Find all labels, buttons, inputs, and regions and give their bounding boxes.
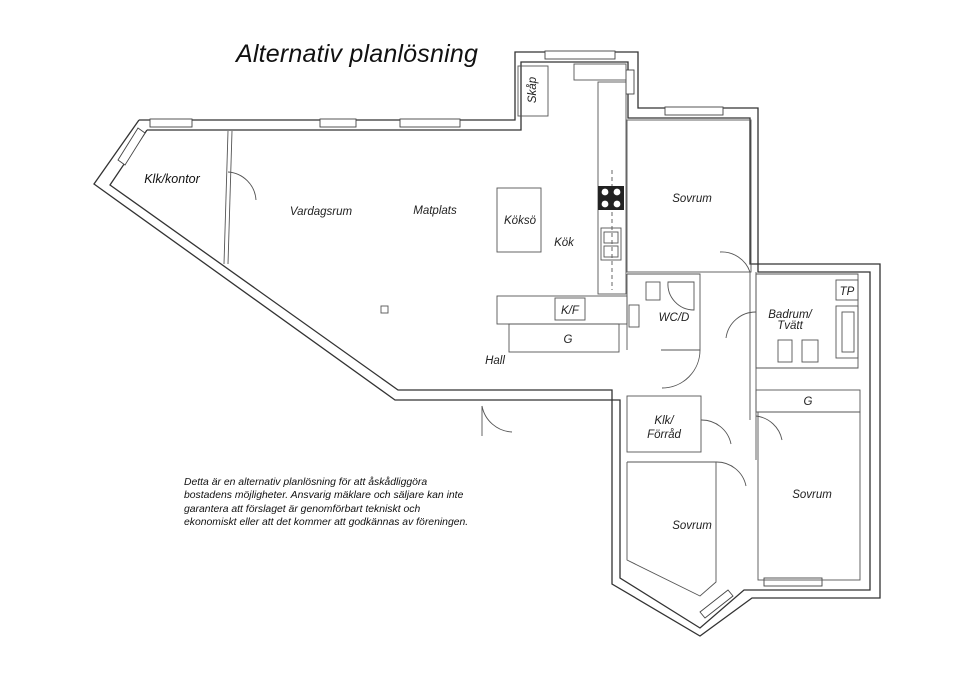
room-label-g-hall: G <box>564 334 573 346</box>
room-label-klk-kontor: Klk/kontor <box>144 172 200 186</box>
room-label-g-bad: G <box>804 396 813 408</box>
room-labels: Klk/kontor Skåp Vardagsrum Matplats Köks… <box>144 76 854 532</box>
disclaimer-line: bostadens möjligheter. Ansvarig mäklare … <box>184 490 464 502</box>
room-label-sovrum-1: Sovrum <box>672 193 712 205</box>
room-label-klk: Klk/ <box>654 415 675 427</box>
room-label-forrad: Förråd <box>647 429 681 441</box>
room-label-kf: K/F <box>561 305 580 317</box>
room-label-koksö: Köksö <box>504 215 537 227</box>
room-label-matplats: Matplats <box>413 205 457 217</box>
room-label-hall: Hall <box>485 355 505 367</box>
room-label-skap: Skåp <box>527 76 539 103</box>
disclaimer-line: Detta är en alternativ planlösning för a… <box>184 477 428 488</box>
room-label-kok: Kök <box>554 237 575 249</box>
room-label-vardagsrum: Vardagsrum <box>290 206 353 218</box>
interior-walls <box>223 63 861 597</box>
room-label-wc: WC/D <box>659 312 690 324</box>
windows <box>117 50 823 619</box>
disclaimer-text: Detta är en alternativ planlösning för a… <box>184 476 514 530</box>
room-label-badrum: Badrum/ <box>768 309 813 321</box>
room-label-sovrum-2: Sovrum <box>672 520 712 532</box>
room-label-tvatt: Tvätt <box>777 320 803 332</box>
disclaimer-line: ekonomiskt eller att det kommer att godk… <box>184 517 469 529</box>
room-label-sovrum-3: Sovrum <box>792 489 832 501</box>
room-label-tp: TP <box>840 286 855 298</box>
disclaimer-line: garantera att förslaget är genomförbart … <box>184 503 421 515</box>
page-title: Alternativ planlösning <box>236 40 479 68</box>
outer-walls <box>93 51 881 637</box>
